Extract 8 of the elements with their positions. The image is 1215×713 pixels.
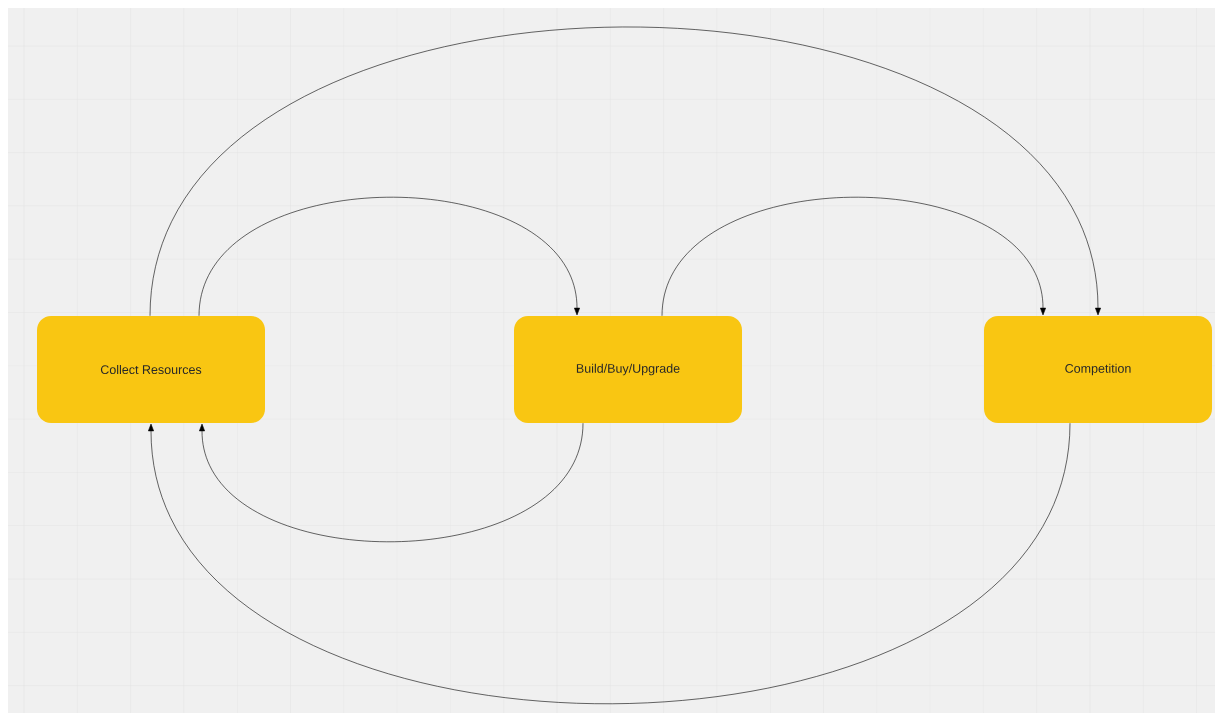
- process-box: Collect Resources: [37, 316, 265, 423]
- arrow: [149, 26, 1101, 317]
- arrow: [661, 196, 1046, 317]
- process-box: Competition: [984, 316, 1212, 423]
- arrow: [148, 422, 1071, 705]
- arrow: [198, 196, 580, 317]
- arrow: [199, 422, 584, 543]
- process-box: Build/Buy/Upgrade: [514, 316, 742, 423]
